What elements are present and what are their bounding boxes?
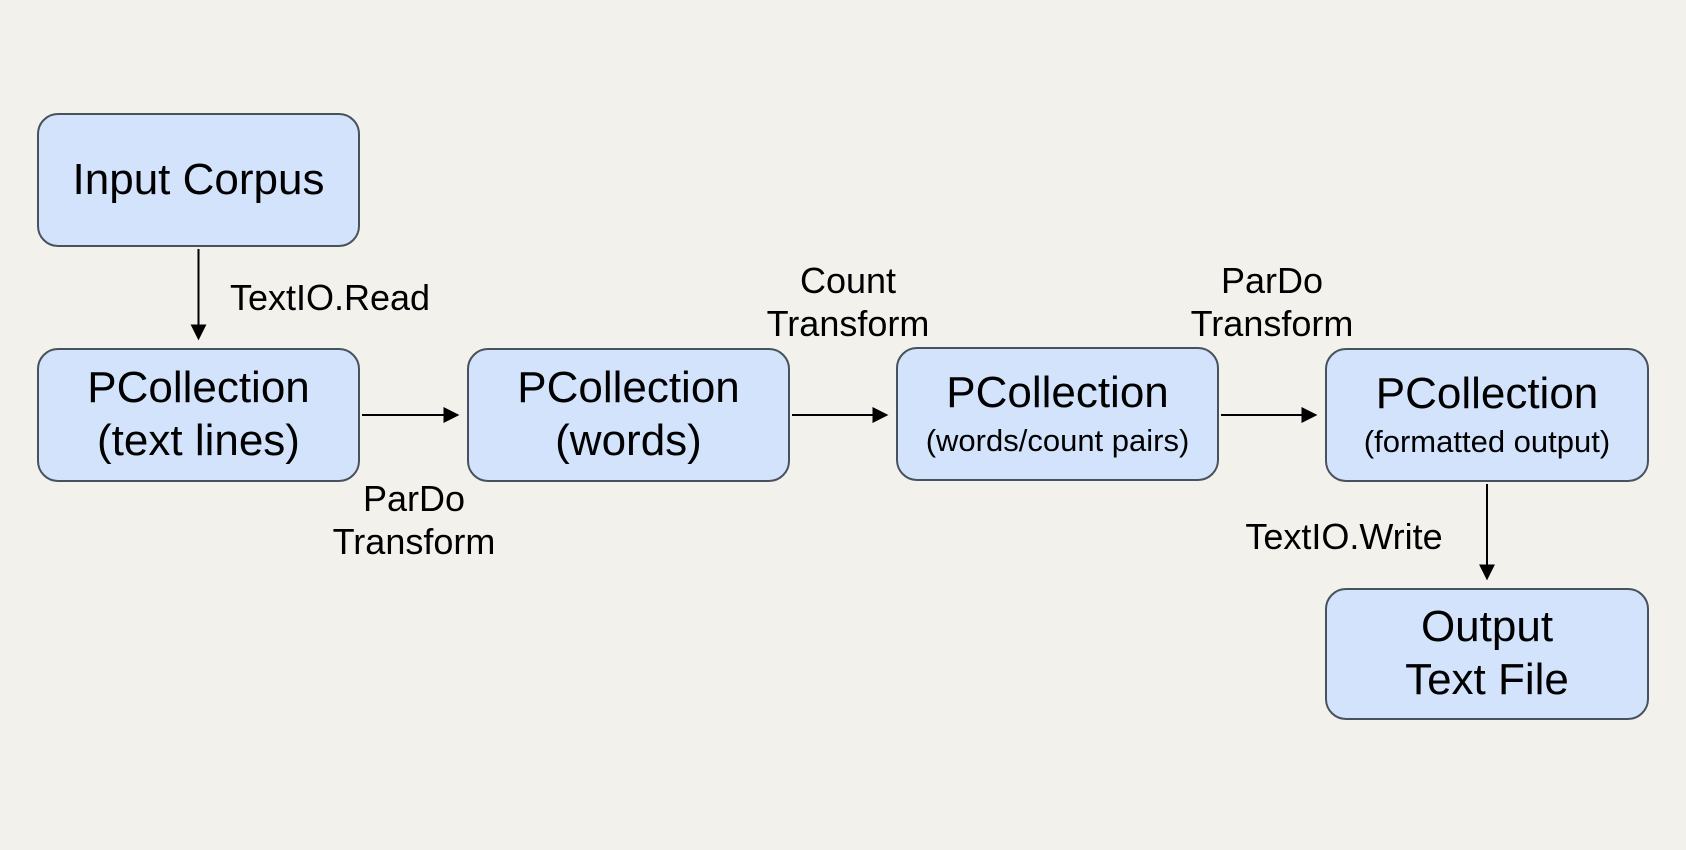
edge-label-pardo-transform-2: ParDo Transform xyxy=(1191,259,1354,345)
edge-label-pardo-transform-1-line1: ParDo xyxy=(362,478,466,519)
node-pcollection-formatted-output-subtitle: (formatted output) xyxy=(1363,424,1611,460)
node-output-text-file-line1: Output xyxy=(1420,602,1554,652)
node-pcollection-words-title: PCollection xyxy=(517,363,740,413)
edge-label-textio-write-text: TextIO.Write xyxy=(1245,516,1443,557)
edge-label-textio-write: TextIO.Write xyxy=(1245,515,1442,558)
node-pcollection-text-lines-subtitle: (text lines) xyxy=(97,416,300,465)
node-pcollection-text-lines-title: PCollection xyxy=(87,363,310,413)
node-pcollection-word-count-pairs-subtitle: (words/count pairs) xyxy=(925,423,1190,459)
node-pcollection-words-subtitle: (words) xyxy=(555,416,702,465)
node-pcollection-word-count-pairs: PCollection (words/count pairs) xyxy=(896,347,1219,481)
node-pcollection-formatted-output: PCollection (formatted output) xyxy=(1325,348,1649,482)
node-pcollection-word-count-pairs-title: PCollection xyxy=(946,368,1169,418)
node-pcollection-formatted-output-title: PCollection xyxy=(1375,369,1599,419)
edge-label-count-transform: Count Transform xyxy=(767,259,930,345)
node-pcollection-text-lines: PCollection (text lines) xyxy=(37,348,360,482)
node-input-corpus-label: Input Corpus xyxy=(72,154,325,204)
edge-label-textio-read-text: TextIO.Read xyxy=(229,277,431,318)
node-pcollection-words: PCollection (words) xyxy=(467,348,790,482)
edge-label-pardo-transform-1-line2: Transform xyxy=(332,521,496,563)
edge-label-pardo-transform-2-line1: ParDo xyxy=(1220,260,1324,301)
node-output-text-file: Output Text File xyxy=(1325,588,1649,720)
edge-label-pardo-transform-1: ParDo Transform xyxy=(333,477,496,563)
edge-label-textio-read: TextIO.Read xyxy=(230,276,430,319)
node-output-text-file-line2: Text File xyxy=(1405,655,1569,704)
edge-label-pardo-transform-2-line2: Transform xyxy=(1190,303,1354,345)
node-input-corpus: Input Corpus xyxy=(37,113,360,247)
edge-label-count-transform-line1: Count xyxy=(799,260,897,301)
edge-label-count-transform-line2: Transform xyxy=(766,303,930,345)
